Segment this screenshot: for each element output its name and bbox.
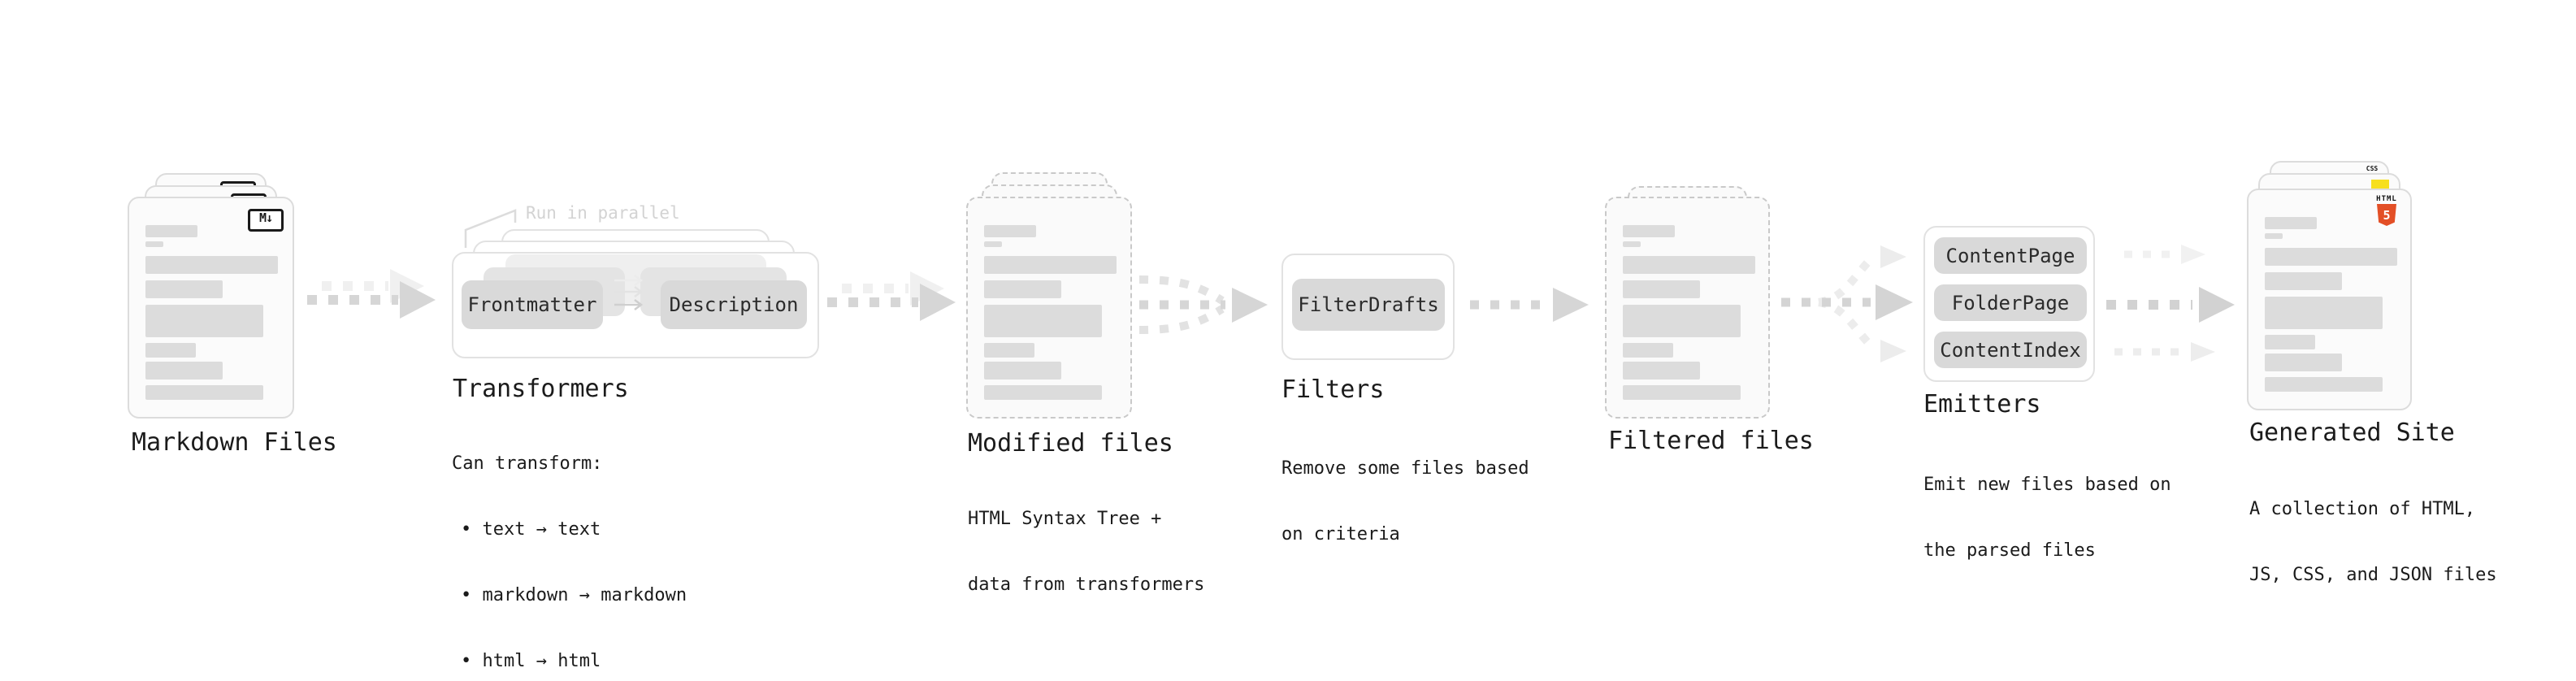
- skeleton-line: [1623, 225, 1675, 237]
- skeleton-line: [145, 241, 163, 247]
- mini-arrow-icon: [614, 286, 644, 297]
- skeleton-line: [2265, 217, 2317, 229]
- skeleton-line: [984, 241, 1002, 247]
- bullet-item: • markdown → markdown: [461, 585, 687, 605]
- skeleton-line: [2265, 272, 2342, 290]
- mini-arrow-icon: [614, 299, 644, 310]
- skeleton-line: [145, 343, 196, 358]
- skeleton-line: [1623, 343, 1673, 358]
- arrow-modified-to-filters-merge: [1138, 275, 1268, 334]
- markdown-file-card-front: M↓: [128, 197, 294, 419]
- html-file-card: HTML 5: [2247, 189, 2412, 410]
- callout-line: [464, 209, 517, 248]
- modified-files-title: Modified files: [968, 429, 1173, 458]
- emitters-subtitle: Emit new files based on the parsed files: [1923, 475, 2171, 561]
- skeleton-line: [1623, 241, 1641, 247]
- bullet-item: • text → text: [461, 519, 601, 540]
- arrow-transformers-to-modified: [827, 271, 956, 321]
- filtered-file-card-front: [1605, 197, 1770, 419]
- skeleton-line: [984, 280, 1061, 298]
- skeleton-line: [2265, 248, 2397, 266]
- html5-icon: HTML 5: [2374, 195, 2400, 226]
- skeleton-line: [2265, 354, 2342, 371]
- arrow-filters-to-filtered: [1470, 288, 1589, 322]
- generated-site-title: Generated Site: [2249, 419, 2455, 447]
- skeleton-line: [2265, 297, 2383, 329]
- generated-site-subtitle: A collection of HTML, JS, CSS, and JSON …: [2249, 499, 2497, 585]
- frontmatter-pill: Frontmatter: [462, 280, 603, 329]
- arrow-filtered-to-emitters-split: [1781, 245, 1913, 362]
- js-file-icon: [2371, 180, 2389, 189]
- skeleton-line: [984, 343, 1034, 358]
- run-in-parallel-note: Run in parallel: [526, 203, 680, 223]
- skeleton-line: [145, 362, 223, 380]
- skeleton-line: [145, 225, 197, 237]
- skeleton-line: [984, 225, 1036, 237]
- arrow-emitters-to-site-group: [2106, 245, 2235, 362]
- skeleton-line: [2265, 335, 2315, 349]
- skeleton-line: [984, 362, 1061, 380]
- skeleton-line: [984, 385, 1102, 400]
- contentindex-pill: ContentIndex: [1934, 332, 2087, 368]
- markdown-files-label: Markdown Files: [132, 428, 337, 457]
- description-pill: Description: [661, 280, 807, 329]
- folderpage-pill: FolderPage: [1934, 284, 2087, 321]
- markdown-icon: M↓: [248, 209, 284, 232]
- emitters-title: Emitters: [1923, 390, 2041, 419]
- filtered-files-label: Filtered files: [1608, 427, 1814, 455]
- filters-subtitle: Remove some files based on criteria: [1281, 458, 1529, 544]
- filterdrafts-pill: FilterDrafts: [1292, 279, 1445, 331]
- modified-file-card-front: [966, 197, 1132, 419]
- transformers-description: Can transform: • text → text • markdown …: [452, 409, 687, 681]
- skeleton-line: [1623, 256, 1755, 274]
- skeleton-line: [1623, 305, 1741, 337]
- skeleton-line: [145, 256, 278, 274]
- transformers-title: Transformers: [453, 375, 629, 403]
- skeleton-line: [1623, 385, 1741, 400]
- modified-files-subtitle: HTML Syntax Tree + data from transformer…: [968, 509, 1205, 595]
- skeleton-line: [145, 305, 263, 337]
- skeleton-line: [984, 256, 1117, 274]
- bullet-item: • html → html: [461, 651, 601, 671]
- skeleton-line: [2265, 377, 2383, 392]
- skeleton-line: [1623, 362, 1700, 380]
- skeleton-line: [145, 385, 263, 400]
- can-transform-intro: Can transform:: [452, 453, 603, 474]
- skeleton-line: [984, 305, 1102, 337]
- skeleton-line: [145, 280, 223, 298]
- skeleton-line: [1623, 280, 1700, 298]
- contentpage-pill: ContentPage: [1934, 237, 2087, 274]
- mini-arrow-icon: [614, 275, 644, 286]
- filters-title: Filters: [1281, 375, 1385, 404]
- arrow-markdown-to-transformers: [307, 269, 436, 319]
- skeleton-line: [2265, 233, 2283, 239]
